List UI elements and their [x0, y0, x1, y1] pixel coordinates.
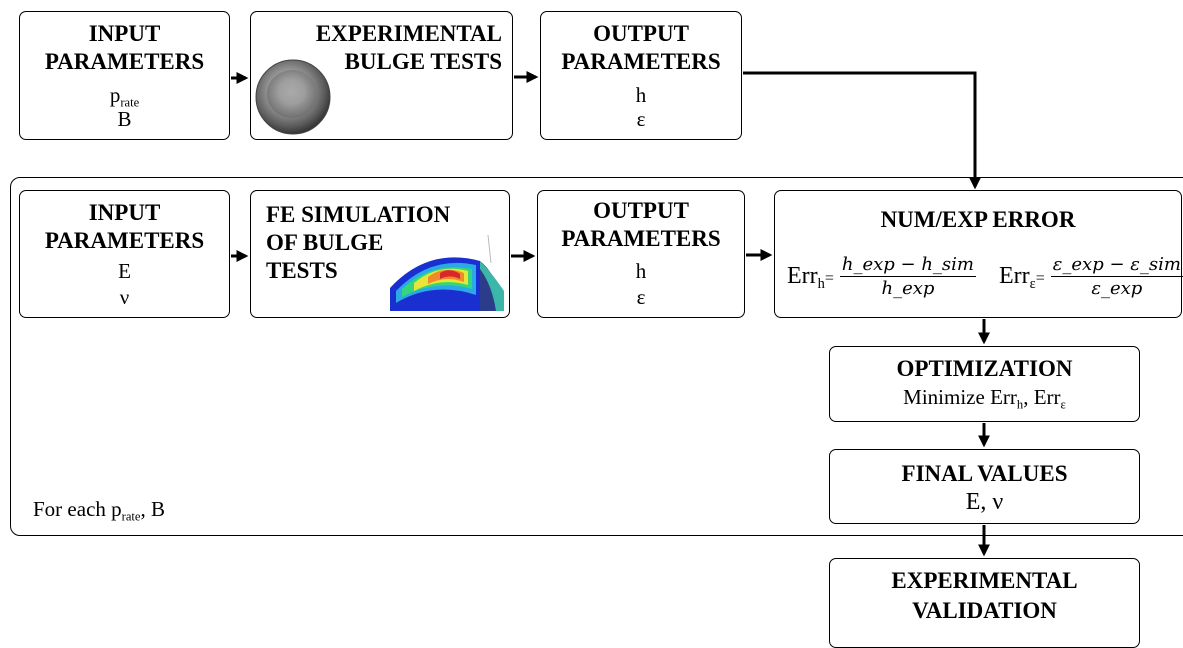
row1-input-box: INPUT PARAMETERS prate B — [19, 11, 230, 140]
row1-output-box: OUTPUT PARAMETERS h ε — [540, 11, 742, 140]
final-values-title: FINAL VALUES — [901, 461, 1068, 486]
row1-input-title-1: INPUT — [88, 21, 161, 46]
final-values-box: FINAL VALUES E, ν — [829, 449, 1140, 524]
connector-exp-to-error — [743, 71, 977, 178]
err-e-formula: Errε= ε_exp − ε_sim ε_exp — [999, 253, 1183, 299]
row2-output-title-1: OUTPUT — [593, 198, 689, 223]
final-values-text: E, ν — [965, 489, 1004, 515]
row2-simulation-title-2: OF BULGE — [266, 230, 384, 255]
error-box: NUM/EXP ERROR Errh= h_exp − h_sim h_exp … — [774, 190, 1183, 318]
row2-input-param-1: E — [118, 259, 131, 283]
row1-experiment-box: EXPERIMENTAL BULGE TESTS — [250, 11, 513, 140]
optimization-text: Minimize Errh, Errε — [903, 385, 1066, 412]
row1-input-title-2: PARAMETERS — [44, 49, 205, 74]
row1-output-param-2: ε — [636, 107, 646, 131]
loop-label: For each prate, B — [33, 497, 166, 524]
row1-output-title-2: PARAMETERS — [561, 49, 721, 74]
row1-input-param-2: B — [117, 107, 132, 131]
row1-output-param-1: h — [635, 83, 647, 107]
row1-input-param-1: prate — [109, 83, 140, 110]
validation-title-1: EXPERIMENTAL — [891, 568, 1078, 593]
row2-simulation-title-1: FE SIMULATION — [266, 202, 451, 227]
validation-title-2: VALIDATION — [912, 598, 1057, 623]
arrows-layer — [231, 71, 990, 557]
row2-output-param-1: h — [635, 259, 647, 283]
loop-frame — [10, 177, 1183, 536]
row2-input-param-2: ν — [119, 285, 130, 309]
row1-experiment-title-1: EXPERIMENTAL — [315, 21, 502, 46]
row2-simulation-box: FE SIMULATION OF BULGE TESTS — [250, 190, 510, 318]
optimization-title: OPTIMIZATION — [896, 356, 1073, 381]
error-title: NUM/EXP ERROR — [880, 207, 1076, 232]
bulge-specimen-image — [255, 59, 331, 135]
fe-simulation-contour-image — [390, 234, 504, 311]
err-h-fraction: h_exp − h_sim h_exp — [839, 253, 976, 299]
optimization-box: OPTIMIZATION Minimize Errh, Errε — [829, 346, 1140, 422]
row1-output-title-1: OUTPUT — [593, 21, 689, 46]
row2-input-title-1: INPUT — [88, 200, 161, 225]
row2-output-title-2: PARAMETERS — [561, 226, 721, 251]
row2-output-box: OUTPUT PARAMETERS h ε — [537, 190, 745, 318]
row2-output-param-2: ε — [636, 285, 646, 309]
row2-input-title-2: PARAMETERS — [44, 228, 205, 253]
row2-simulation-title-3: TESTS — [266, 258, 338, 283]
err-e-fraction: ε_exp − ε_sim ε_exp — [1050, 253, 1183, 299]
row1-experiment-title-2: BULGE TESTS — [344, 49, 502, 74]
row2-input-box: INPUT PARAMETERS E ν — [19, 190, 230, 318]
err-h-formula: Errh= h_exp − h_sim h_exp — [787, 253, 976, 299]
